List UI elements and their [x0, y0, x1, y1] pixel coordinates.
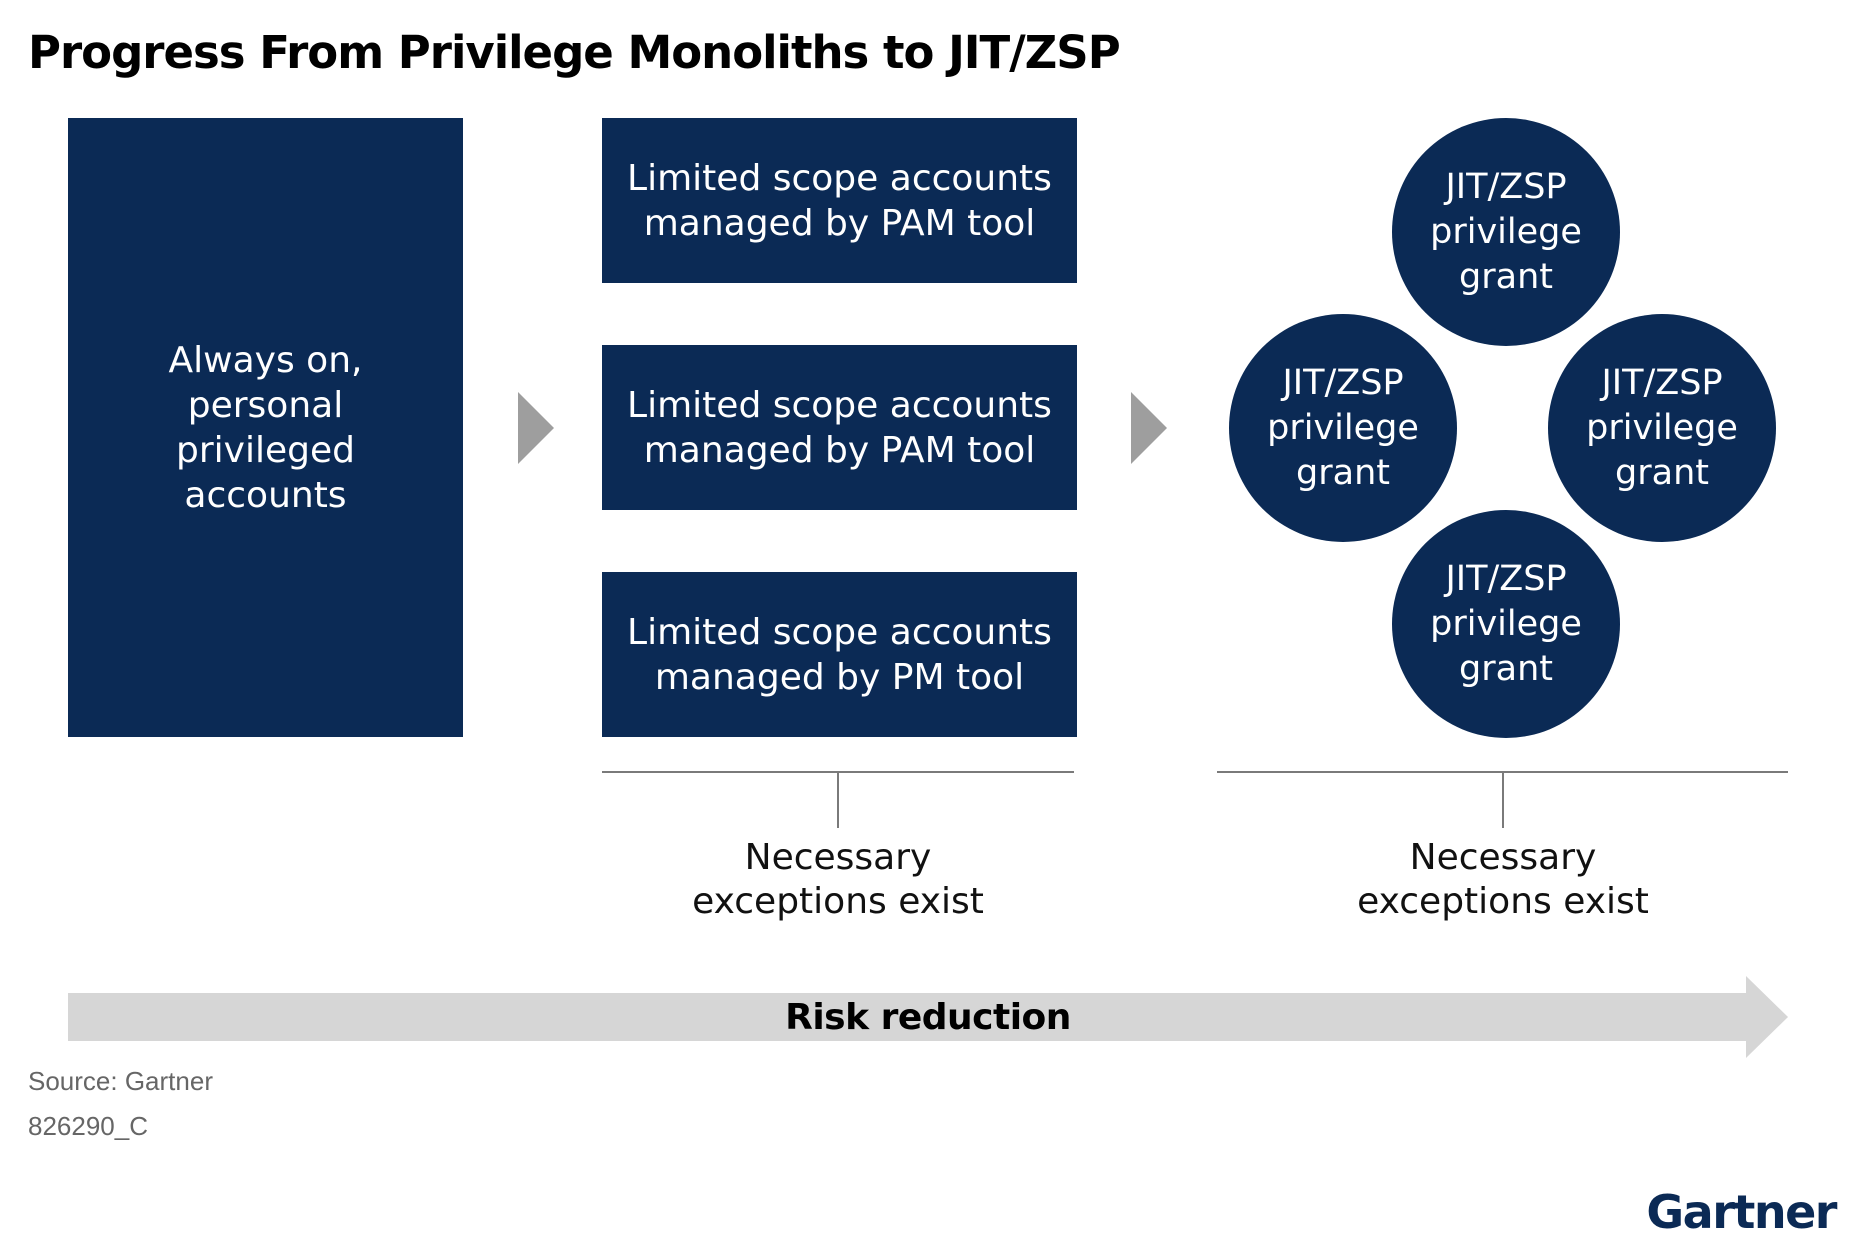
risk-reduction-arrow-body	[68, 993, 1748, 1041]
gartner-logo: Gartner	[1646, 1185, 1837, 1239]
jit-grant-circle-bottom: JIT/ZSP privilege grant	[1392, 510, 1620, 738]
stage1-always-on-box: Always on, personal privileged accounts	[68, 118, 463, 737]
jit-grant-label: JIT/ZSP privilege grant	[1430, 166, 1582, 297]
risk-reduction-arrow-head-icon	[1746, 976, 1788, 1058]
jit-grant-label: JIT/ZSP privilege grant	[1586, 362, 1738, 493]
jit-grant-circle-top: JIT/ZSP privilege grant	[1392, 118, 1620, 346]
jit-grant-circle-right: JIT/ZSP privilege grant	[1548, 314, 1776, 542]
stage2-box-1-label: Limited scope accounts managed by PAM to…	[627, 157, 1052, 244]
jit-grant-circle-left: JIT/ZSP privilege grant	[1229, 314, 1457, 542]
stage1-label: Always on, personal privileged accounts	[168, 339, 363, 516]
jit-grant-label: JIT/ZSP privilege grant	[1430, 558, 1582, 689]
stage2-box-3: Limited scope accounts managed by PM too…	[602, 572, 1077, 737]
stage2-box-2-label: Limited scope accounts managed by PAM to…	[627, 384, 1052, 471]
stage2-exceptions-note: Necessary exceptions exist	[692, 837, 984, 922]
risk-reduction-label: Risk reduction	[785, 996, 1071, 1038]
stage2-bracket-stem	[837, 772, 839, 828]
page-title: Progress From Privilege Monoliths to JIT…	[28, 26, 1121, 79]
stage-arrow-1-icon	[518, 392, 554, 464]
figure-code: 826290_C	[28, 1111, 148, 1141]
stage2-box-3-label: Limited scope accounts managed by PM too…	[627, 611, 1052, 698]
source-note: Source: Gartner	[28, 1066, 213, 1096]
stage-arrow-2-icon	[1131, 392, 1167, 464]
stage3-exceptions-note: Necessary exceptions exist	[1357, 837, 1649, 922]
jit-grant-label: JIT/ZSP privilege grant	[1267, 362, 1419, 493]
stage3-bracket-stem	[1502, 772, 1504, 828]
stage2-box-2: Limited scope accounts managed by PAM to…	[602, 345, 1077, 510]
stage2-box-1: Limited scope accounts managed by PAM to…	[602, 118, 1077, 283]
